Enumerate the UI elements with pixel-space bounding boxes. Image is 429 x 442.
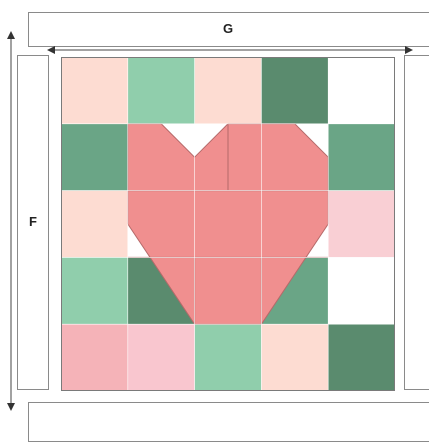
quilt-cell: [261, 324, 329, 391]
right-border-strip: [404, 55, 429, 390]
quilt-cell: [61, 324, 128, 391]
width-dimension-label: G: [222, 21, 234, 36]
block-grid-lines: [61, 57, 395, 391]
quilt-cell: [127, 57, 195, 124]
left-border-strip: [17, 55, 49, 390]
quilt-cell: [61, 123, 128, 191]
quilt-outline: [61, 57, 395, 391]
quilt-cell: [61, 57, 128, 124]
quilt-cell: [328, 324, 395, 391]
dimension-arrows: [7, 31, 413, 411]
quilt-cell: [328, 123, 395, 191]
heart-quilt-block: [61, 57, 395, 391]
height-dimension-label: F: [29, 214, 37, 229]
quilt-cell: [261, 57, 329, 124]
quilt-cell: [61, 190, 128, 258]
top-border-strip: [28, 12, 429, 47]
quilt-cell: [328, 190, 395, 258]
quilt-cell: [194, 324, 262, 391]
quilt-cell: [328, 57, 395, 124]
quilt-cell: [127, 324, 195, 391]
quilt-cell: [194, 57, 262, 124]
quilt-cell: [328, 257, 395, 325]
quilt-cell: [61, 257, 128, 325]
